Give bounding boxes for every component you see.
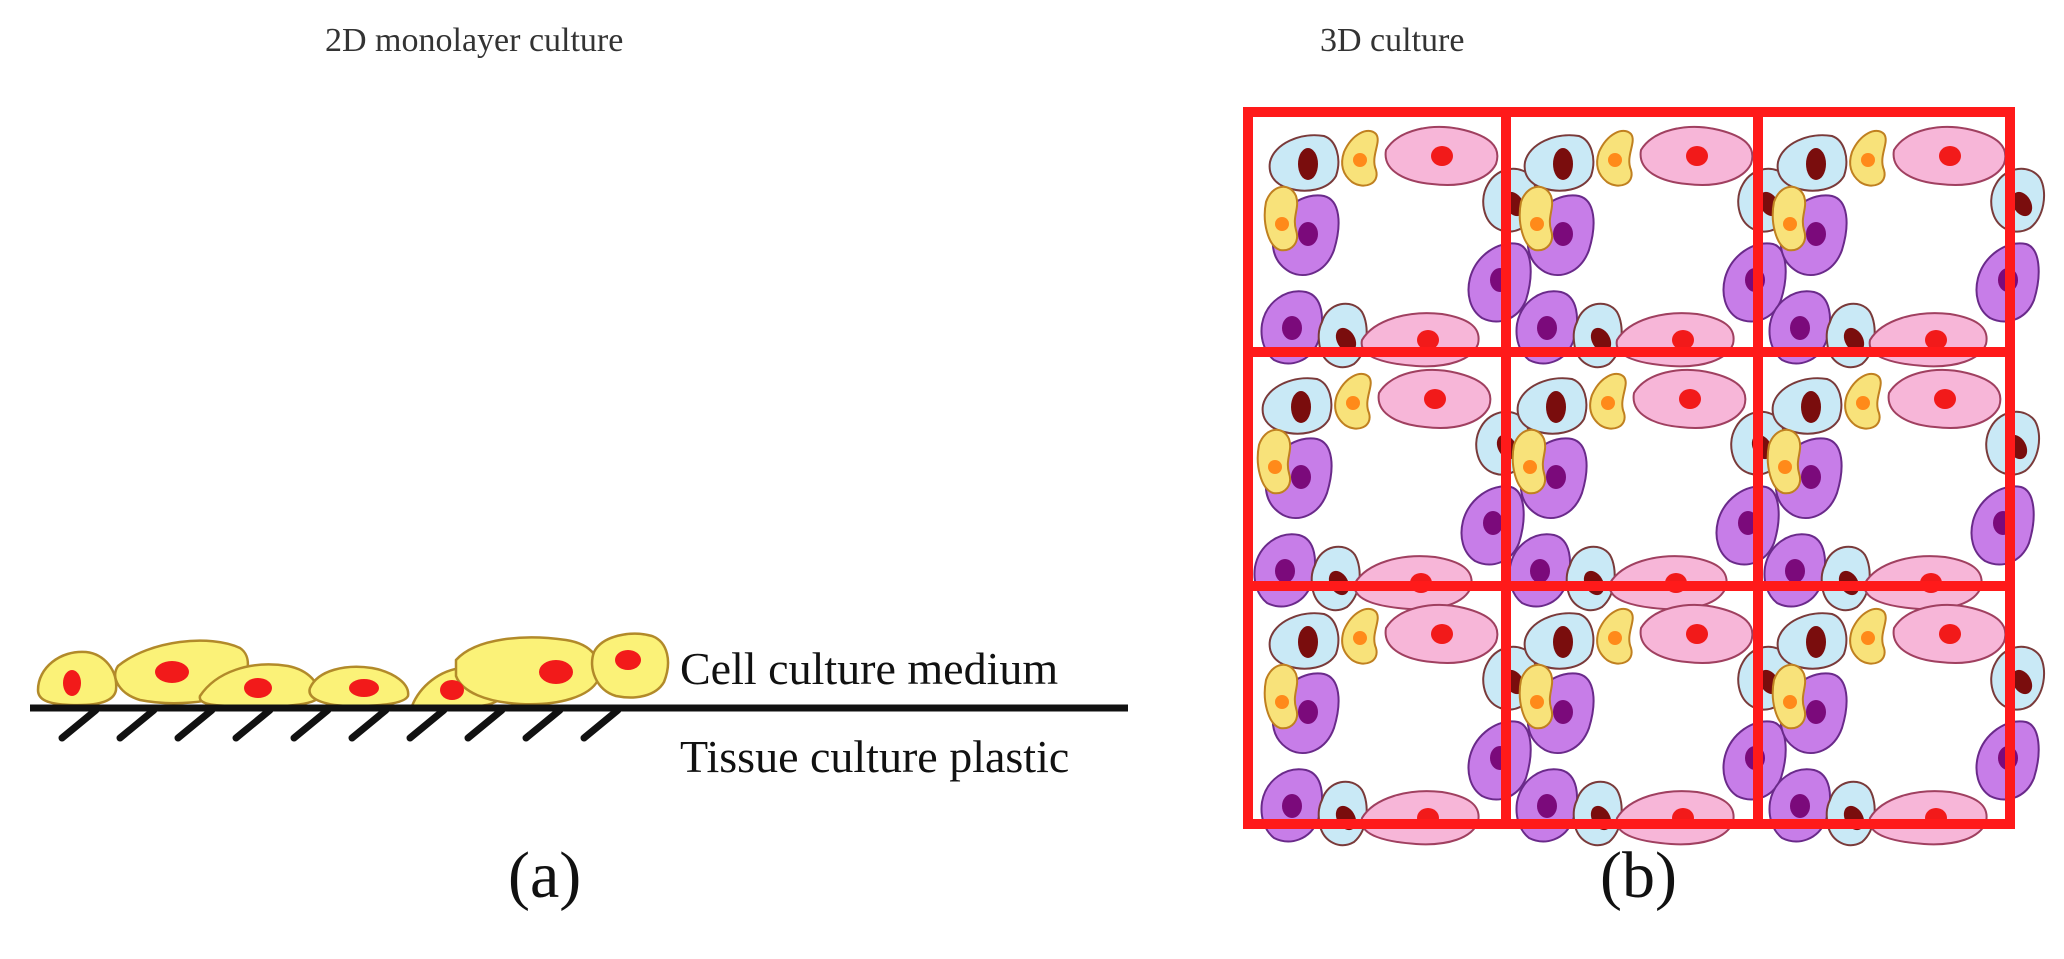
nucleus	[615, 650, 641, 670]
scaffold-outer-frame	[1243, 107, 2015, 829]
monolayer-cells	[36, 632, 670, 710]
monolayer-nuclei	[63, 650, 641, 700]
nucleus	[440, 680, 464, 700]
plastic-hatching	[58, 706, 622, 742]
cell-block	[1253, 368, 1531, 612]
scaffold-cells	[1253, 125, 2046, 847]
cell-block	[1260, 125, 1538, 369]
cell-block	[1768, 125, 2046, 369]
cell-culture-medium-label: Cell culture medium	[680, 643, 1059, 694]
cell-block	[1515, 603, 1793, 847]
tissue-culture-plastic-label: Tissue culture plastic	[680, 731, 1070, 782]
nucleus	[155, 661, 189, 683]
panel-b-letter: (b)	[1600, 839, 1677, 912]
cell-block	[1260, 603, 1538, 847]
cell-block	[1515, 125, 1793, 369]
panel-b-title: 3D culture	[1320, 22, 1465, 59]
panel-b-drawing	[1243, 107, 2046, 847]
nucleus	[244, 678, 272, 698]
cell-block	[1763, 368, 2041, 612]
nucleus	[539, 660, 573, 684]
nucleus	[349, 679, 379, 697]
scaffold-grid	[1243, 107, 2015, 829]
cell-block	[1508, 368, 1786, 612]
panel-a-letter: (a)	[508, 839, 582, 912]
cell-block	[1768, 603, 2046, 847]
nucleus	[63, 670, 81, 696]
cell-2d	[454, 636, 601, 706]
panel-a-title: 2D monolayer culture	[325, 22, 624, 59]
panel-a-drawing	[30, 632, 1128, 742]
